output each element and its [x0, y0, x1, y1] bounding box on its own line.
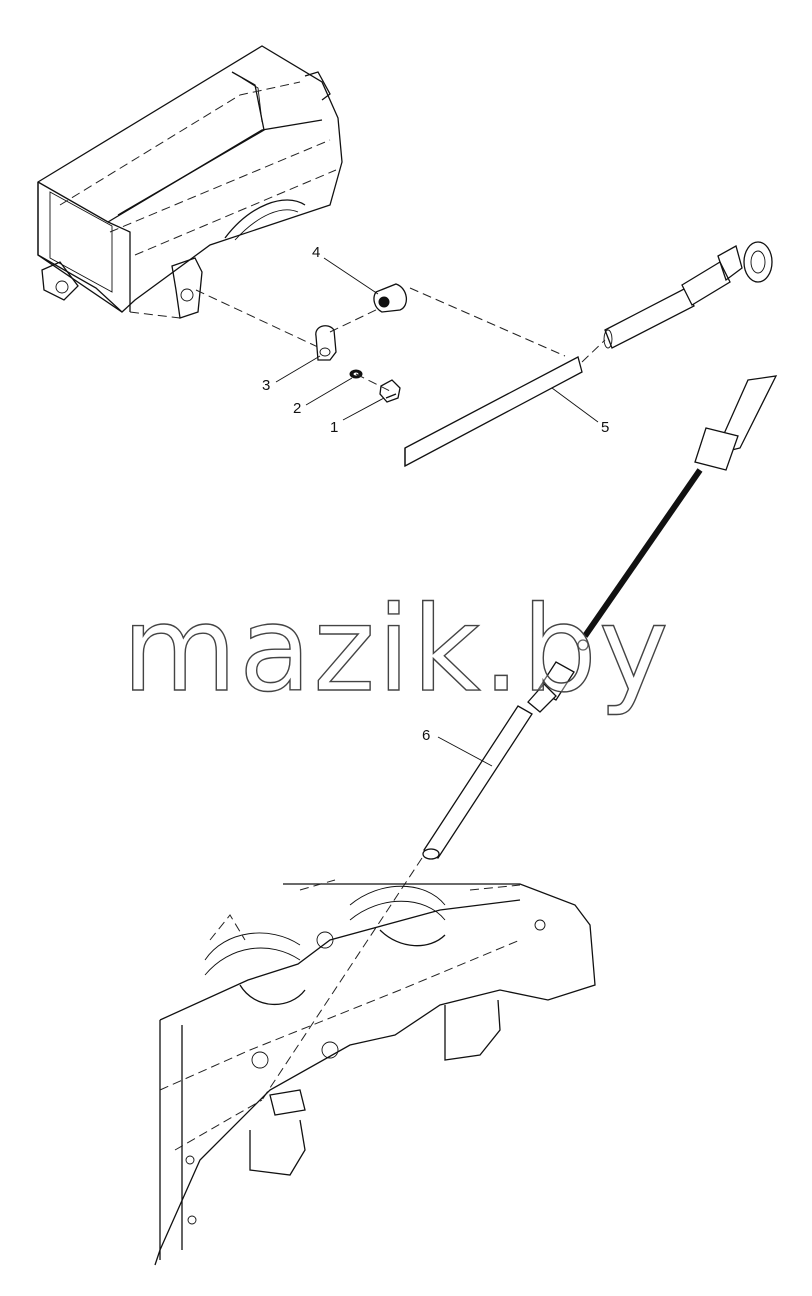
engine-housing-drawing	[37, 45, 343, 349]
callout-4: 4	[312, 244, 320, 261]
callout-leaders	[275, 257, 599, 767]
hardware-axis-line	[329, 287, 566, 393]
grommet-icon	[373, 283, 407, 313]
callout-2: 2	[293, 400, 301, 417]
callout-1: 1	[330, 419, 338, 436]
callout-5: 5	[601, 419, 609, 436]
callout-6: 6	[422, 727, 430, 744]
tube-icon	[404, 241, 773, 468]
bolt-icon	[379, 379, 401, 403]
dipstick-icon	[261, 375, 778, 1101]
callout-3: 3	[262, 377, 270, 394]
clip-icon	[315, 325, 337, 361]
watermark-text: mazik.by	[122, 580, 671, 718]
engine-block-drawing	[154, 879, 596, 1266]
